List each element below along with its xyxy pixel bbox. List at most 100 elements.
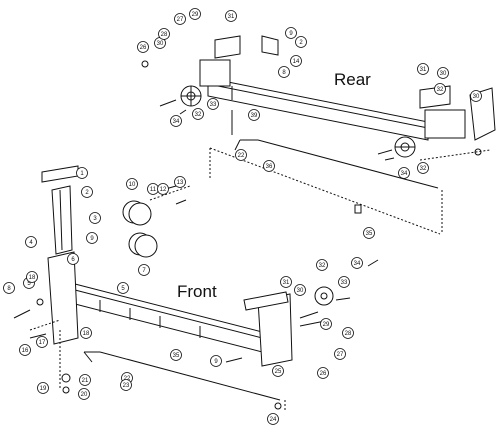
callout-number: 35	[173, 353, 180, 359]
callout-number: 27	[337, 352, 344, 358]
rear-callout-34: 34	[170, 115, 182, 127]
callout-number: 34	[354, 261, 361, 267]
callout-number: 32	[319, 263, 326, 269]
rear-frame-beam	[207, 77, 429, 141]
rear-callout-32: 32	[434, 83, 446, 95]
rear-callout-32: 32	[417, 162, 429, 174]
callout-number: 39	[251, 113, 258, 119]
front-callout-3: 3	[89, 212, 101, 224]
rear-callout-31: 31	[225, 10, 237, 22]
callout-number: 8	[282, 70, 286, 76]
front-callout-5: 5	[117, 282, 129, 294]
rear-rod	[231, 110, 439, 189]
callout-number: 22	[124, 376, 131, 382]
callout-number: 29	[323, 322, 330, 328]
front-callout-21: 21	[79, 374, 91, 386]
rear-callout-32: 32	[192, 108, 204, 120]
rear-callout-26: 26	[137, 41, 149, 53]
callout-number: 9	[289, 31, 293, 37]
callout-number: 5	[121, 286, 125, 292]
rear-callout-34: 34	[398, 167, 410, 179]
callout-number: 28	[161, 32, 168, 38]
rear-callout-31: 31	[417, 63, 429, 75]
front-pulleys	[122, 200, 334, 306]
callout-number: 36	[266, 164, 273, 170]
callout-number: 14	[293, 59, 300, 65]
rear-callout-9: 9	[285, 27, 297, 39]
front-callout-4: 4	[25, 236, 37, 248]
rear-callout-39: 39	[248, 109, 260, 121]
callout-number: 31	[228, 14, 235, 20]
front-callout-19: 19	[37, 382, 49, 394]
rear-callout-33: 33	[207, 98, 219, 110]
callout-number: 29	[192, 12, 199, 18]
front-callout-35: 35	[170, 349, 182, 361]
rear-dashed-guides	[209, 147, 491, 235]
front-callout-28: 28	[342, 327, 354, 339]
callout-number: 9	[214, 359, 218, 365]
callout-number: 35	[366, 231, 373, 237]
front-callout-12: 12	[157, 183, 169, 195]
callout-number: 31	[420, 67, 427, 73]
front-frame-beam	[74, 283, 271, 355]
callout-number: 21	[82, 378, 89, 384]
front-callout-23: 23	[120, 379, 132, 391]
callout-number: 7	[142, 268, 146, 274]
rear-callout-27: 27	[174, 13, 186, 25]
callout-number: 24	[270, 417, 277, 423]
callout-number: 23	[123, 383, 130, 389]
rear-callout-30: 30	[437, 67, 449, 79]
callout-number: 32	[195, 112, 202, 118]
front-callout-10: 10	[126, 178, 138, 190]
rear-callout-29: 29	[189, 8, 201, 20]
front-callout-9: 9	[210, 355, 222, 367]
callout-number: 9	[90, 236, 94, 242]
front-callout-29: 29	[320, 318, 332, 330]
callout-number: 17	[39, 340, 46, 346]
front-callout-32: 32	[316, 259, 328, 271]
callout-number: 2	[85, 190, 89, 196]
rear-callout-28: 28	[158, 28, 170, 40]
callout-number: 25	[275, 369, 282, 375]
callout-number: 27	[177, 17, 184, 23]
callout-number: 2	[299, 40, 303, 46]
callout-number: 16	[22, 348, 29, 354]
callout-number: 32	[420, 166, 427, 172]
callout-number: 22	[238, 153, 245, 159]
front-callout-34: 34	[351, 257, 363, 269]
callout-number: 8	[7, 286, 11, 292]
callout-number: 30	[297, 288, 304, 294]
front-callout-27: 27	[334, 348, 346, 360]
front-callout-30: 30	[294, 284, 306, 296]
rear-left-bracket	[199, 35, 279, 87]
callout-number: 4	[29, 240, 33, 246]
rear-label: Rear	[334, 70, 371, 89]
rear-callout-2: 2	[295, 36, 307, 48]
front-callout-20: 20	[78, 388, 90, 400]
callout-number: 26	[320, 371, 327, 377]
callout-number: 34	[401, 171, 408, 177]
callout-number: 30	[440, 71, 447, 77]
rear-callout-30: 30	[470, 90, 482, 102]
front-right-bracket	[243, 291, 331, 367]
callout-number: 19	[40, 386, 47, 392]
callout-number: 5	[27, 281, 31, 287]
front-callout-33: 33	[338, 276, 350, 288]
rear-callout-22: 22	[235, 149, 247, 161]
rear-left-pulley	[180, 85, 202, 107]
front-callout-17: 17	[36, 336, 48, 348]
callout-number: 28	[345, 331, 352, 337]
front-callout-8: 8	[3, 282, 15, 294]
front-rod	[83, 351, 281, 401]
front-callout-11: 11	[147, 183, 159, 195]
rear-callout-35: 35	[363, 227, 375, 239]
front-callout-13: 13	[174, 176, 186, 188]
callout-number: 12	[160, 187, 167, 193]
front-callout-1: 1	[76, 167, 88, 179]
callout-number: 6	[71, 257, 75, 263]
callout-number: 30	[157, 41, 164, 47]
callout-number: 26	[140, 45, 147, 51]
front-callout-18: 18	[80, 327, 92, 339]
